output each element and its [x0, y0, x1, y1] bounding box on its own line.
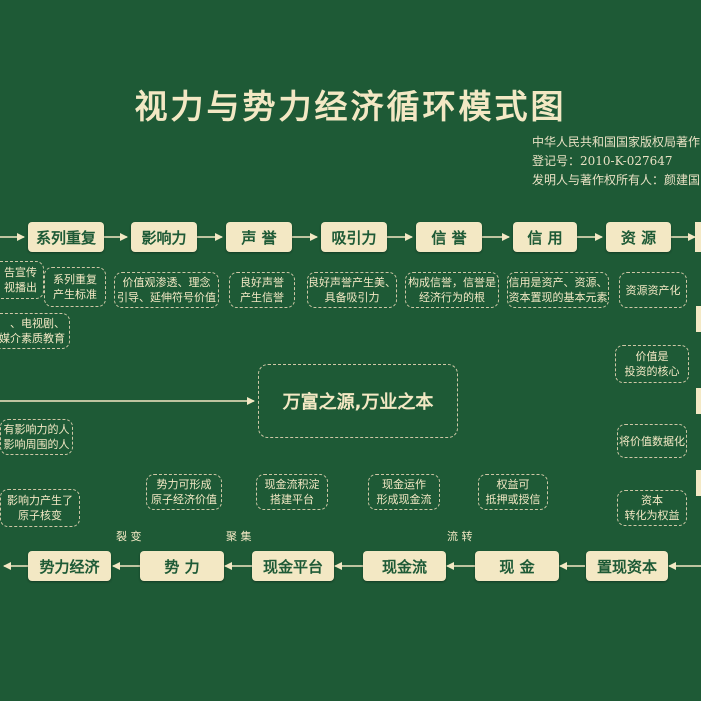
note-top-5: 信用是资产、资源、资本置现的基本元素	[507, 272, 609, 308]
note-top-4: 构成信誉，信誉是经济行为的根	[405, 272, 499, 308]
copyright-line-2: 登记号：2010-K-027647	[532, 154, 673, 168]
copyright-line-3: 发明人与著作权所有人：颜建国	[532, 173, 701, 187]
edge-bar-2	[696, 306, 701, 332]
node-cash-platform: 现金平台	[252, 551, 334, 581]
note-top-3: 良好声誉产生美、具备吸引力	[307, 272, 397, 308]
note-top-1: 价值观渗透、理念引导、延伸符号价值	[114, 272, 219, 308]
center-core-box: 万富之源,万业之本	[258, 364, 458, 438]
page-title: 视力与势力经济循环模式图	[134, 87, 567, 126]
node-reputation: 声 誉	[226, 222, 292, 252]
note-top-2: 良好声誉产生信誉	[229, 272, 295, 308]
tag-gather: 聚 集	[226, 530, 252, 543]
edge-bar-1	[695, 222, 701, 252]
node-influence: 影响力	[131, 222, 197, 252]
tag-fission: 裂 变	[116, 530, 142, 543]
note-right-1: 将价值数据化	[617, 424, 687, 458]
copyright-block: 中华人民共和国国家版权局著作 登记号：2010-K-027647 发明人与著作权…	[532, 133, 700, 190]
note-bottom-1: 现金流积淀搭建平台	[256, 474, 328, 510]
note-bottom-3: 权益可抵押或授信	[478, 474, 548, 510]
node-force-economy: 势力经济	[28, 551, 111, 581]
node-cash-flow: 现金流	[363, 551, 446, 581]
note-right-0: 价值是投资的核心	[615, 345, 689, 383]
note-right-2: 资本转化为权益	[617, 490, 687, 526]
note-top-6: 资源资产化	[619, 272, 687, 308]
edge-bar-3	[696, 388, 701, 414]
note-bottom-0: 势力可形成原子经济价值	[146, 474, 222, 510]
note-left-4: 影响力产生了原子核变	[0, 489, 80, 527]
tag-circulate: 流 转	[447, 530, 473, 543]
node-credit: 信 用	[513, 222, 577, 252]
node-cash: 现 金	[475, 551, 559, 581]
edge-bar-4	[696, 470, 701, 496]
note-left-3: 有影响力的人影响周围的人	[0, 419, 73, 455]
note-left-2: 、电视剧、媒介素质教育	[0, 313, 70, 349]
node-attraction: 吸引力	[321, 222, 387, 252]
note-top-0: 系列重复产生标准	[44, 267, 106, 307]
note-left-1: 告宣传视播出	[0, 261, 44, 299]
note-bottom-2: 现金运作形成现金流	[368, 474, 440, 510]
node-capital-realization: 置现资本	[586, 551, 668, 581]
node-resources: 资 源	[606, 222, 671, 252]
copyright-line-1: 中华人民共和国国家版权局著作	[532, 135, 701, 149]
node-credibility: 信 誉	[416, 222, 482, 252]
node-force: 势 力	[140, 551, 224, 581]
node-series-repeat: 系列重复	[28, 222, 104, 252]
